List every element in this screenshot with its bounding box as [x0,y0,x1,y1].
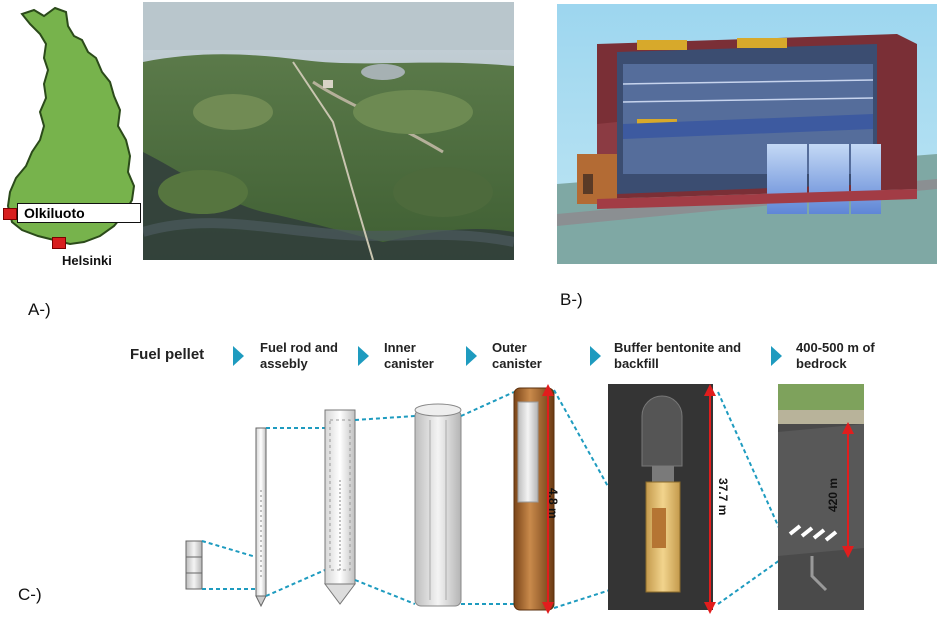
step-fuel-rod-label: Fuel rod and assebly [260,340,338,371]
chevron-right-icon [771,346,782,366]
chevron-right-icon [466,346,477,366]
step-bedrock-label: 400-500 m of bedrock [796,340,875,371]
chevron-right-icon [233,346,244,366]
chevron-right-icon [590,346,601,366]
fuel-rod-icon [255,427,267,608]
helsinki-marker [52,237,66,249]
step-inner-canister-label: Inner canister [384,340,434,371]
step-buffer-label: Buffer bentonite and backfill [614,340,742,371]
barrier-diagram [185,384,864,614]
buffer-tunnel-illustration [608,384,713,610]
aerial-photo-olkiluoto [143,2,514,260]
canister-height-label: 4.8 m [546,488,560,519]
chevron-right-icon [358,346,369,366]
bedrock-illustration [778,384,864,610]
step-fuel-pellet-label: Fuel pellet [130,346,205,363]
panel-c-label: C-) [18,585,42,604]
bedrock-depth-label: 420 m [826,477,840,512]
encapsulation-plant-illustration [557,4,937,264]
fuel-assembly-icon [324,409,356,605]
fuel-pellet-icon [185,540,203,590]
panel-a-label: A-) [28,300,51,319]
helsinki-label: Helsinki [62,253,112,268]
olkiluoto-label: Olkiluoto [17,203,141,223]
olkiluoto-marker [3,208,17,220]
step-outer-canister-label: Outer canister [492,340,542,371]
inner-canister-icon [414,403,462,607]
panel-b-label: B-) [560,290,583,309]
finland-map [6,6,136,246]
tunnel-height-label: 37.7 m [716,478,730,516]
